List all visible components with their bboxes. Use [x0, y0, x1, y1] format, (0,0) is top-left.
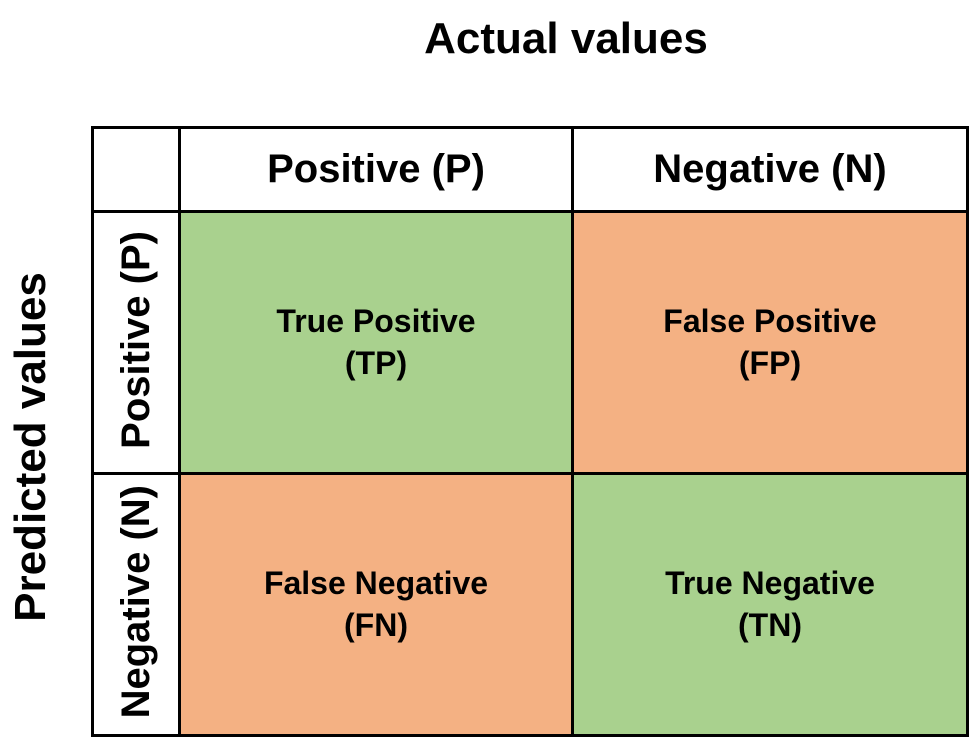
row-header-negative: Negative (N)	[91, 472, 181, 737]
cell-label: True Negative	[665, 564, 875, 601]
column-header-negative: Negative (N)	[571, 126, 969, 213]
column-header-positive: Positive (P)	[178, 126, 574, 213]
predicted-values-title: Predicted values	[6, 272, 55, 622]
row-header-positive: Positive (P)	[91, 210, 181, 475]
cell-label: False Negative	[263, 564, 489, 601]
corner-spacer	[91, 126, 181, 213]
cell-label: False Positive	[663, 302, 877, 339]
cell-abbr: (TN)	[738, 606, 802, 643]
cell-true-negative: True Negative (TN)	[571, 472, 969, 737]
cell-label: True Positive	[276, 302, 476, 339]
confusion-matrix-table: Positive (P) Negative (N) Positive (P) T…	[91, 126, 969, 737]
cell-abbr: (FN)	[344, 606, 408, 643]
actual-values-title: Actual values	[424, 14, 708, 63]
cell-abbr: (FP)	[738, 344, 802, 381]
row-header-negative-label: Negative (N)	[114, 485, 158, 719]
cell-false-negative: False Negative (FN)	[178, 472, 574, 737]
cell-false-positive: False Positive (FP)	[571, 210, 969, 475]
cell-true-positive: True Positive (TP)	[178, 210, 574, 475]
cell-abbr: (TP)	[344, 344, 408, 381]
row-header-positive-label: Positive (P)	[114, 231, 158, 449]
